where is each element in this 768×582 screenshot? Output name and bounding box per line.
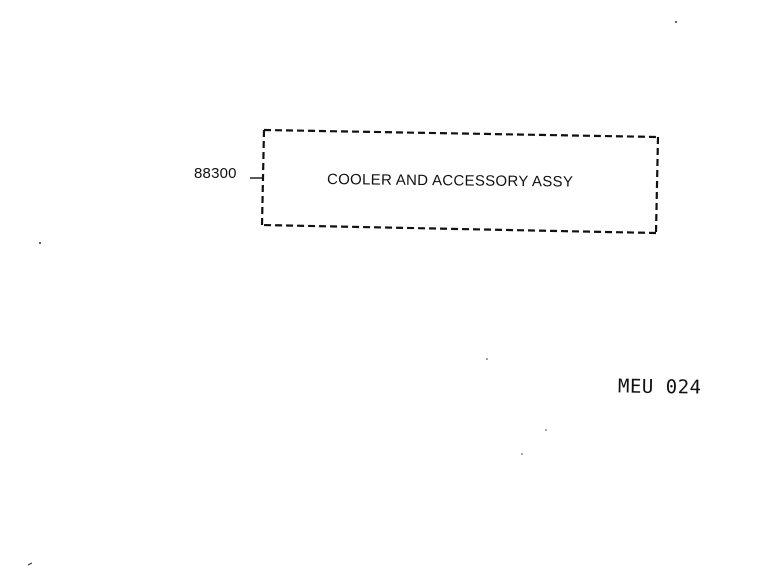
scan-specks: [27, 21, 677, 566]
assembly-title: COOLER AND ACCESSORY ASSY: [326, 171, 574, 191]
assembly-box-top: [263, 128, 659, 139]
assembly-box-bottom: [261, 223, 657, 235]
reference-code: MEU 024: [617, 375, 702, 399]
part-number-label: 88300: [194, 165, 237, 182]
assembly-box-right: [654, 136, 660, 234]
